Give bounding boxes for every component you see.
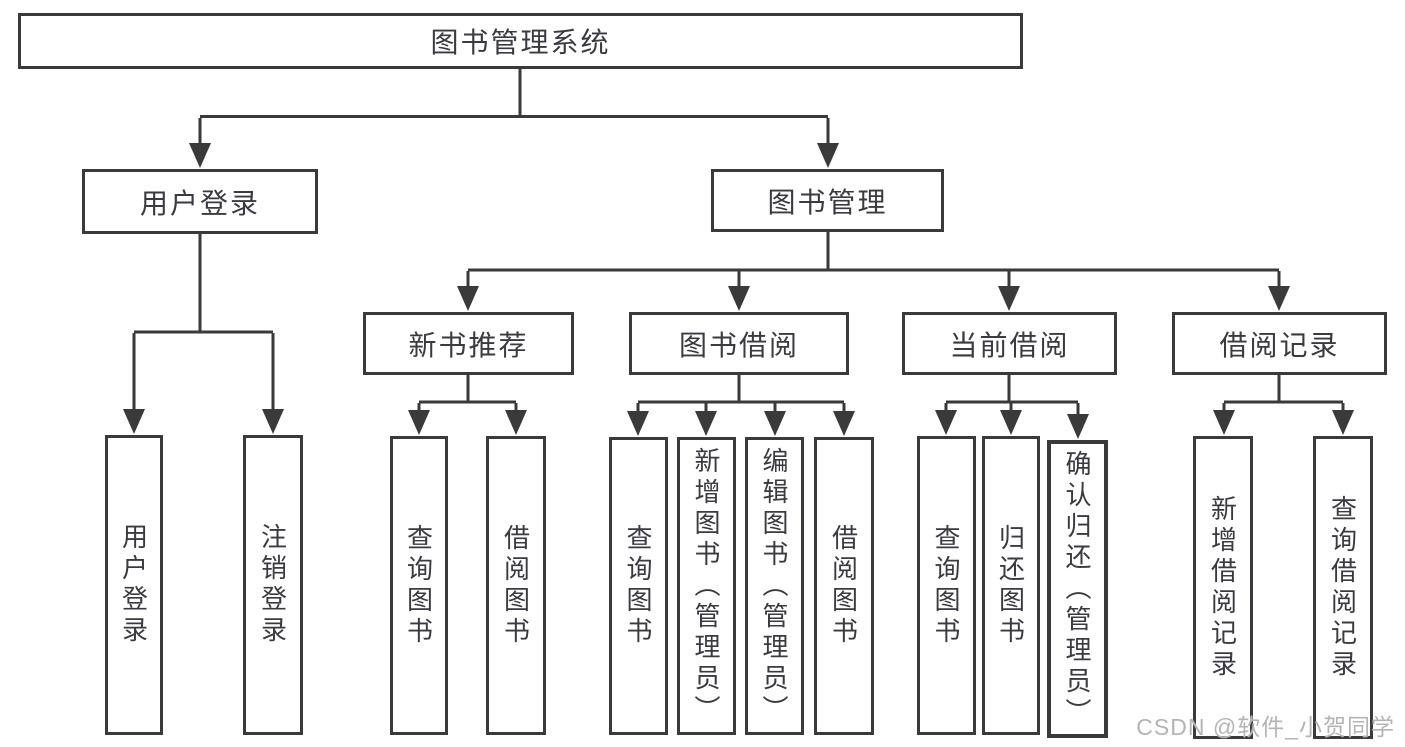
- node-new-book-recommend-label: 新书推荐: [408, 329, 529, 361]
- edges-book-management-to-level3: [457, 232, 1290, 311]
- arrowhead: [189, 143, 211, 168]
- edges-root-to-level2: [189, 69, 839, 168]
- node-borrowing-records: 借阅记录: [1172, 312, 1387, 375]
- edge-line: [636, 375, 846, 412]
- node-book-borrowing: 图书借阅: [629, 312, 849, 375]
- arrowhead: [1067, 414, 1089, 439]
- leaf-query-books-borrowing: 查询图书: [609, 437, 668, 735]
- leaf-return-books-label: 归还图书: [995, 523, 1026, 648]
- edge-line: [132, 234, 275, 410]
- edge-line: [417, 375, 518, 411]
- leaf-edit-books-admin: 编辑图书（管理员）: [745, 437, 804, 735]
- edges-book-borrowing-to-leaves: [627, 375, 855, 436]
- node-current-borrowing-label: 当前借阅: [949, 329, 1070, 361]
- arrowhead: [817, 143, 839, 168]
- leaf-query-books-recommend: 查询图书: [390, 436, 448, 735]
- node-new-book-recommend: 新书推荐: [363, 312, 574, 375]
- leaf-borrow-books: 借阅图书: [814, 437, 874, 735]
- arrowhead: [457, 286, 479, 311]
- leaf-logout-label: 注销登录: [257, 523, 288, 647]
- node-library-system: 图书管理系统: [18, 13, 1023, 69]
- edges-borrowing-records-to-leaves: [1213, 375, 1354, 435]
- edge-line: [198, 69, 830, 146]
- leaf-query-books-current-label: 查询图书: [931, 523, 961, 648]
- edge-line: [944, 375, 1080, 414]
- leaf-borrow-books-recommend-label: 借阅图书: [500, 523, 531, 648]
- node-user-login: 用户登录: [82, 169, 318, 234]
- edges-current-borrowing-to-leaves: [935, 375, 1089, 439]
- arrowhead: [833, 411, 855, 436]
- leaf-add-borrow-record-label: 新增借阅记录: [1207, 494, 1238, 681]
- leaf-query-books-current: 查询图书: [917, 436, 976, 735]
- leaf-borrow-books-recommend: 借阅图书: [486, 436, 546, 735]
- arrowhead: [505, 410, 527, 435]
- edge-line: [1222, 375, 1345, 411]
- leaf-edit-books-admin-label: 编辑图书（管理员）: [759, 446, 789, 726]
- leaf-user-login-label: 用户登录: [118, 523, 149, 647]
- node-book-management-label: 图书管理: [767, 186, 888, 218]
- leaf-logout: 注销登录: [243, 435, 303, 735]
- leaf-borrow-books-label: 借阅图书: [828, 524, 859, 648]
- node-book-borrowing-label: 图书借阅: [678, 329, 799, 361]
- leaf-add-books-admin: 新增图书（管理员）: [677, 437, 736, 735]
- arrowhead: [1268, 286, 1290, 311]
- arrowhead: [1213, 410, 1235, 435]
- leaf-query-books-borrowing-label: 查询图书: [623, 524, 653, 648]
- arrowhead: [408, 410, 430, 435]
- leaf-query-books-recommend-label: 查询图书: [403, 523, 434, 648]
- edges-new-book-recommend-to-leaves: [408, 375, 527, 435]
- watermark: CSDN @软件_小贺同学: [1136, 714, 1395, 740]
- arrowhead: [764, 411, 786, 436]
- node-book-management: 图书管理: [711, 169, 944, 232]
- arrowhead: [1000, 410, 1022, 435]
- edge-line: [466, 232, 1281, 287]
- node-library-system-label: 图书管理系统: [430, 27, 611, 58]
- arrowhead: [695, 411, 717, 436]
- node-user-login-label: 用户登录: [139, 187, 260, 219]
- arrowhead: [728, 286, 750, 311]
- arrowhead: [627, 411, 649, 436]
- arrowhead: [935, 410, 957, 435]
- leaf-add-borrow-record: 新增借阅记录: [1193, 436, 1253, 739]
- node-current-borrowing: 当前借阅: [902, 312, 1117, 375]
- arrowhead: [262, 409, 284, 434]
- leaf-add-books-admin-label: 新增图书（管理员）: [691, 446, 721, 726]
- arrowhead: [123, 409, 145, 434]
- arrowhead: [998, 286, 1020, 311]
- leaf-user-login: 用户登录: [105, 435, 163, 735]
- leaf-query-borrow-record-label: 查询借阅记录: [1327, 494, 1358, 681]
- node-borrowing-records-label: 借阅记录: [1219, 329, 1340, 361]
- leaf-query-borrow-record: 查询借阅记录: [1313, 436, 1373, 739]
- leaf-return-books: 归还图书: [982, 436, 1040, 735]
- arrowhead: [1332, 410, 1354, 435]
- leaf-confirm-return-admin-label: 确认归还（管理员）: [1062, 449, 1092, 729]
- leaf-confirm-return-admin: 确认归还（管理员）: [1047, 440, 1108, 738]
- edges-user-login-to-leaves: [123, 234, 284, 434]
